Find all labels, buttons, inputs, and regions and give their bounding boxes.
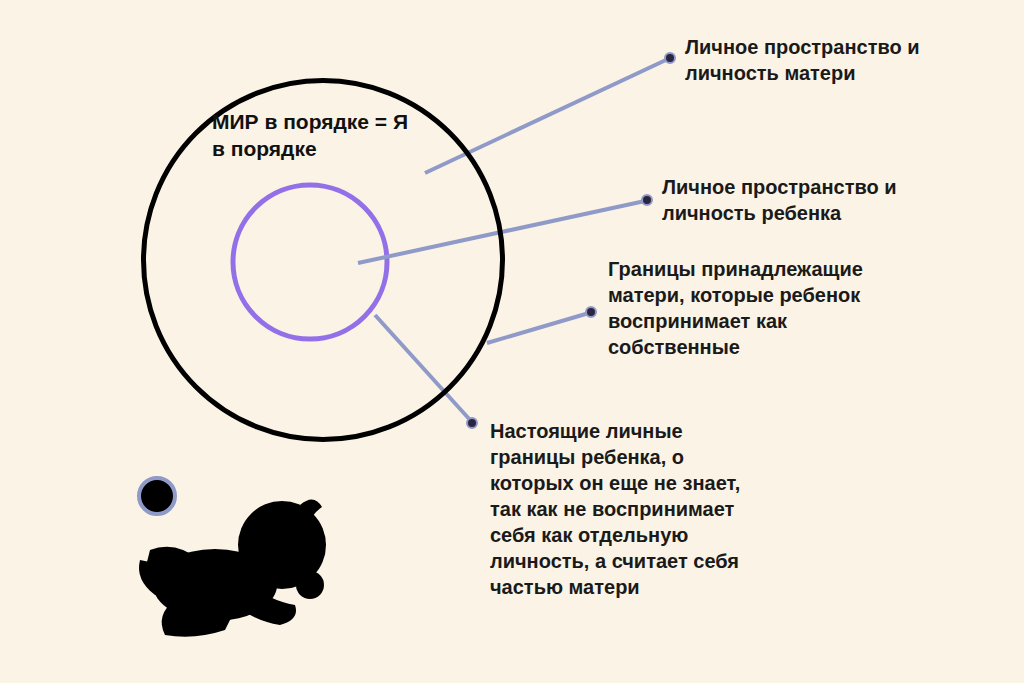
region-heading: МИР в порядке = Я в порядке — [212, 108, 412, 163]
callout-label: Границы принадлежащие матери, которые ре… — [608, 256, 908, 360]
leader-dot — [665, 53, 675, 63]
baby-silhouette — [139, 499, 326, 636]
leader-line — [487, 313, 589, 343]
callout-label: Личное пространство и личность ребенка — [662, 174, 962, 226]
leader-dot — [467, 418, 477, 428]
circle-region: МИР в порядке = Я в порядке — [141, 78, 505, 442]
leader-line — [375, 315, 471, 421]
dot-symbol — [139, 478, 175, 514]
leader-dots — [467, 53, 675, 428]
callout-label: Личное пространство и личность матери — [685, 34, 985, 86]
leader-line — [425, 59, 668, 173]
callout-label: Настоящие личные границы ребенка, о кото… — [490, 418, 760, 600]
leader-dot — [642, 195, 652, 205]
leader-dot — [586, 307, 596, 317]
